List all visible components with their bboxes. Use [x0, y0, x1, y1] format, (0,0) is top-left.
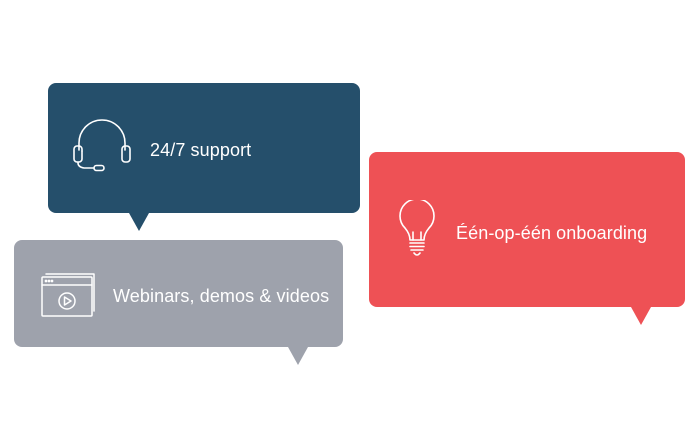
onboarding-bubble: Één-op-één onboarding: [369, 152, 685, 325]
webinars-label: Webinars, demos & videos: [113, 286, 330, 306]
onboarding-label: Één-op-één onboarding: [456, 223, 648, 243]
webinars-bubble: Webinars, demos & videos: [14, 240, 343, 365]
video-player-icon: [40, 270, 98, 323]
bubble-tail: [288, 347, 308, 365]
headset-icon: [72, 119, 132, 180]
support-label: 24/7 support: [150, 140, 252, 160]
lightbulb-icon: [395, 198, 439, 267]
bubble-tail: [631, 307, 651, 325]
support-bubble: 24/7 support: [48, 83, 360, 231]
bubble-tail: [129, 213, 149, 231]
